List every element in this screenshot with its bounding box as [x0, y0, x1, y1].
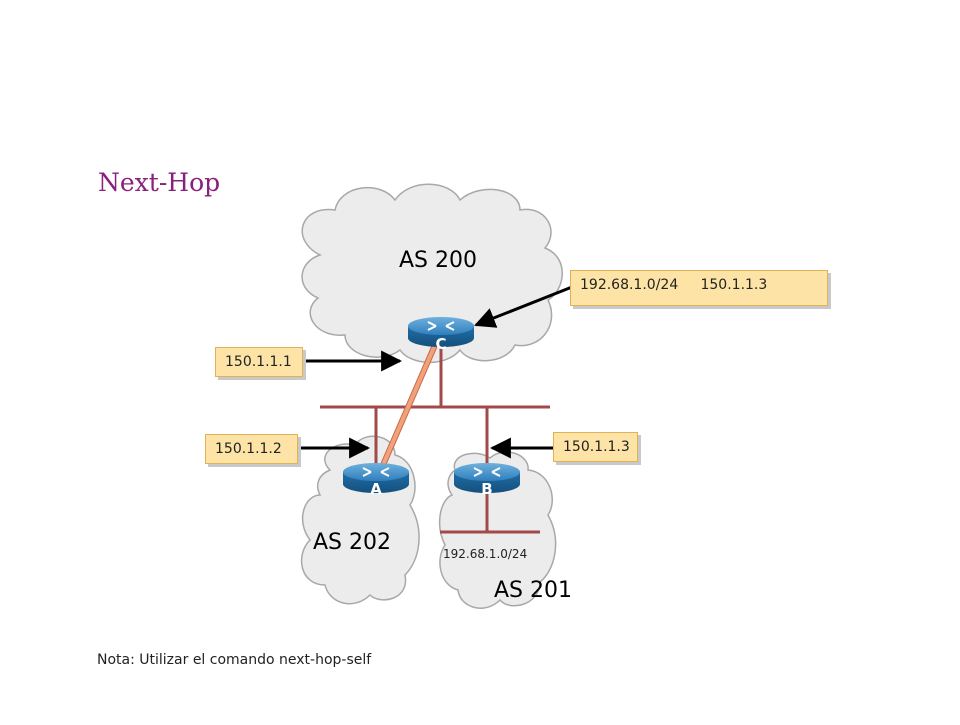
as202-label: AS 202: [313, 530, 391, 555]
b-ip-callout: 150.1.1.3: [553, 432, 638, 462]
a-ip-callout: 150.1.1.2: [205, 434, 298, 464]
arrow-icon-c-table: [474, 285, 573, 328]
as201-label: AS 201: [494, 578, 572, 603]
page-title: Next-Hop: [98, 168, 221, 197]
footnote: Nota: Utilizar el comando next-hop-self: [97, 652, 372, 668]
router-a-label: A: [370, 480, 382, 498]
as201-network-label: 192.68.1.0/24: [443, 547, 528, 561]
bgp-session-a-c-highlight: [378, 344, 437, 473]
c-ip-callout: 150.1.1.1: [215, 347, 303, 377]
router-b-label: B: [481, 480, 493, 498]
router-b-icon: [454, 463, 520, 493]
router-c-icon: [408, 317, 474, 347]
as202-cloud-icon: [300, 435, 420, 605]
router-a-icon: [343, 463, 409, 493]
c-bgp-table-callout: 192.68.1.0/24 150.1.1.3: [570, 270, 828, 306]
router-c-label: C: [435, 335, 447, 353]
as200-label: AS 200: [399, 248, 477, 273]
